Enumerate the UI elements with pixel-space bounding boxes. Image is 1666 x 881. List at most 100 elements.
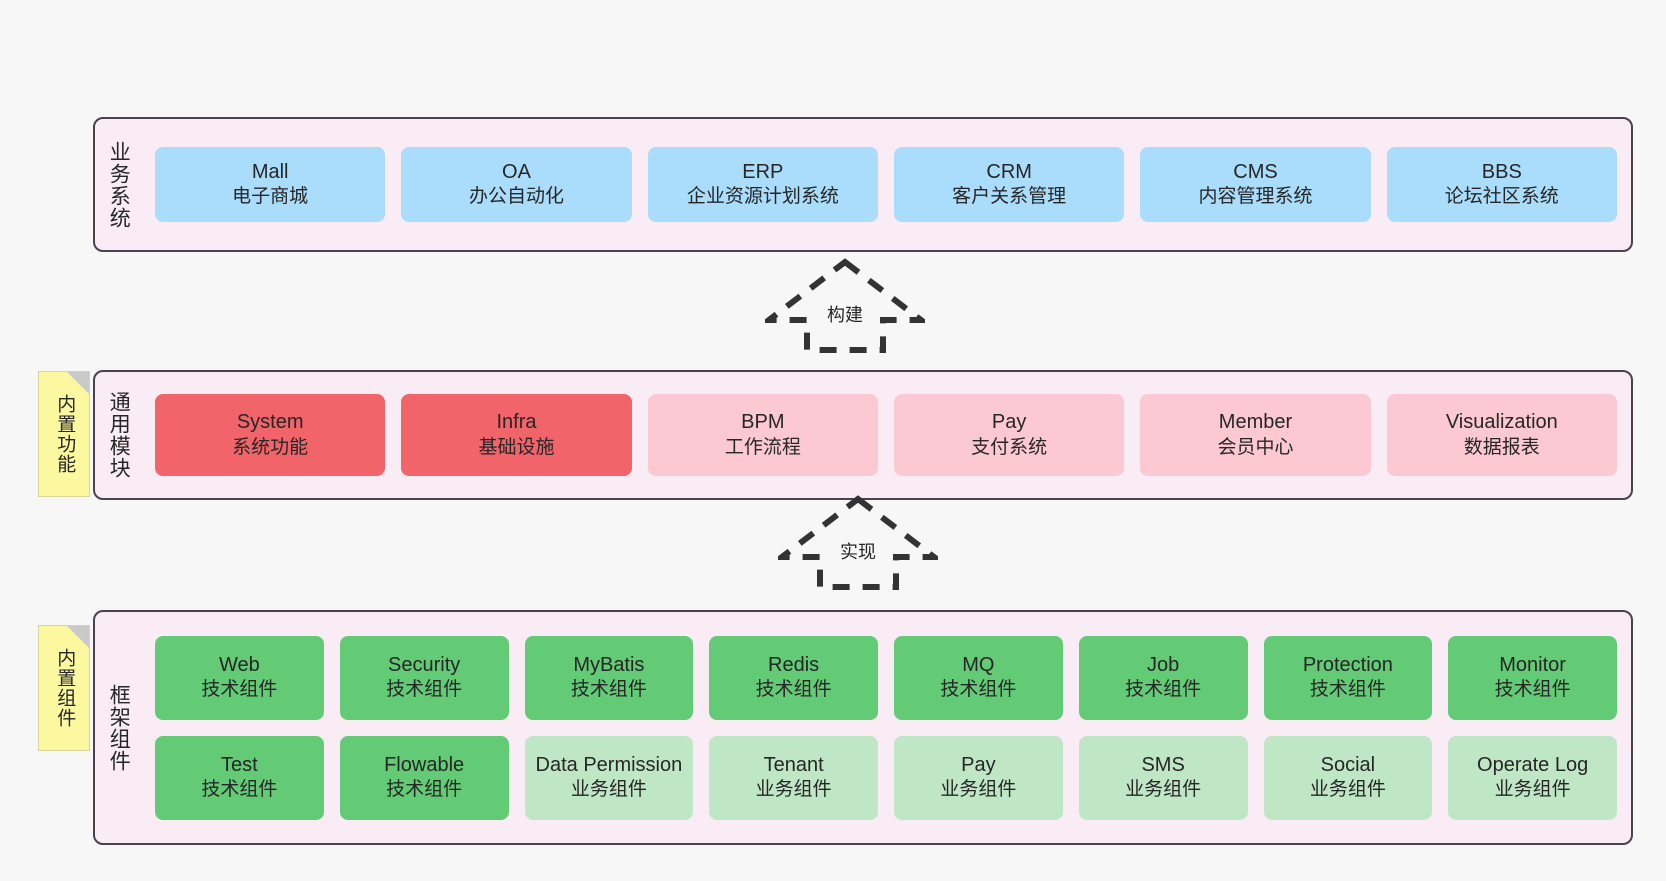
card-flowable[interactable]: Flowable 技术组件 [339,735,509,820]
card-subtitle: 工作流程 [724,436,801,458]
card-subtitle: 基础设施 [478,436,555,458]
card-title: Monitor [1499,653,1566,676]
card-title: OA [502,160,531,183]
card-subtitle: 技术组件 [1309,679,1386,701]
layer-title-common: 通用模块 [107,391,131,479]
card-erp[interactable]: ERP 企业资源计划系统 [647,147,878,222]
card-job[interactable]: Job 技术组件 [1078,635,1248,720]
card-oa[interactable]: OA 办公自动化 [401,147,632,222]
card-row: System 系统功能 Infra 基础设施 BPM 工作流程 Pay 支付系统… [155,394,1617,476]
card-title: Operate Log [1477,753,1589,776]
layer-body-common: System 系统功能 Infra 基础设施 BPM 工作流程 Pay 支付系统… [141,372,1631,498]
card-tenant[interactable]: Tenant 业务组件 [709,735,878,820]
card-subtitle: 电子商城 [232,186,309,208]
card-title: Job [1147,653,1180,676]
layer-body-business: Mall 电子商城 OA 办公自动化 ERP 企业资源计划系统 CRM 客户关系… [141,119,1631,250]
card-protection[interactable]: Protection 技术组件 [1263,635,1433,720]
card-infra[interactable]: Infra 基础设施 [401,394,632,476]
card-test[interactable]: Test 技术组件 [155,735,324,820]
connector-build-arrow: 构建 [765,258,925,354]
card-bpm[interactable]: BPM 工作流程 [647,394,878,476]
card-title: Visualization [1445,411,1558,434]
card-subtitle: 系统功能 [232,436,309,458]
card-subtitle: 业务组件 [755,779,832,801]
card-title: Mall [251,160,289,183]
sticky-note-builtin-features: 内置功能 [38,371,90,497]
card-title: CMS [1233,160,1278,183]
card-title: SMS [1141,753,1185,776]
card-title: Redis [768,653,820,676]
card-subtitle: 技术组件 [1125,679,1202,701]
card-title: Web [218,653,260,676]
card-security[interactable]: Security 技术组件 [339,635,509,720]
card-subtitle: 客户关系管理 [952,186,1067,208]
layer-common-modules: 通用模块 System 系统功能 Infra 基础设施 BPM 工作流程 Pay [93,370,1633,500]
card-subtitle: 数据报表 [1463,436,1540,458]
card-subtitle: 办公自动化 [468,186,564,208]
card-operate-log[interactable]: Operate Log 业务组件 [1448,735,1617,820]
card-title: BPM [741,411,785,434]
card-title: BBS [1481,160,1522,183]
card-subtitle: 业务组件 [1494,779,1571,801]
card-title: Security [388,653,461,676]
card-sms[interactable]: SMS 业务组件 [1078,735,1248,820]
card-subtitle: 技术组件 [386,679,463,701]
layer-body-frame: Web 技术组件 Security 技术组件 MyBatis 技术组件 Redi… [141,612,1631,843]
sticky-note-builtin-components: 内置组件 [38,625,90,751]
card-title: Infra [496,411,537,434]
card-subtitle: 技术组件 [386,779,463,801]
card-subtitle: 支付系统 [971,436,1048,458]
card-subtitle: 业务组件 [1125,779,1202,801]
card-subtitle: 论坛社区系统 [1444,186,1559,208]
card-title: Pay [961,753,996,776]
layer-framework-components: 框架组件 Web 技术组件 Security 技术组件 MyBatis 技术组件… [93,610,1633,845]
card-system[interactable]: System 系统功能 [155,394,386,476]
card-visualization[interactable]: Visualization 数据报表 [1386,394,1617,476]
card-pay[interactable]: Pay 支付系统 [893,394,1125,476]
layer-title-frame: 框架组件 [107,683,131,772]
card-row: Mall 电子商城 OA 办公自动化 ERP 企业资源计划系统 CRM 客户关系… [155,147,1617,222]
card-subtitle: 技术组件 [201,779,278,801]
card-social[interactable]: Social 业务组件 [1263,735,1433,820]
card-subtitle: 企业资源计划系统 [686,186,839,208]
card-title: System [236,411,304,434]
card-web[interactable]: Web 技术组件 [155,635,324,720]
card-title: Member [1218,411,1293,434]
connector-implement-arrow: 实现 [778,495,938,591]
card-mq[interactable]: MQ 技术组件 [894,635,1063,720]
card-subtitle: 技术组件 [570,679,647,701]
layer-business-systems: 业务系统 Mall 电子商城 OA 办公自动化 ERP 企业资源计划系统 CRM [93,117,1633,252]
card-title: Social [1320,753,1376,776]
card-mybatis[interactable]: MyBatis 技术组件 [524,635,694,720]
card-crm[interactable]: CRM 客户关系管理 [893,147,1125,222]
card-subtitle: 业务组件 [570,779,647,801]
card-title: Data Permission [535,753,683,776]
card-row-business: Test 技术组件 Flowable 技术组件 Data Permission … [155,735,1617,820]
card-title: CRM [986,160,1032,183]
card-bbs[interactable]: BBS 论坛社区系统 [1386,147,1617,222]
card-subtitle: 技术组件 [755,679,832,701]
card-title: Tenant [763,753,824,776]
card-mall[interactable]: Mall 电子商城 [155,147,386,222]
card-data-permission[interactable]: Data Permission 业务组件 [524,735,694,820]
card-member[interactable]: Member 会员中心 [1140,394,1371,476]
card-pay-component[interactable]: Pay 业务组件 [894,735,1063,820]
card-subtitle: 业务组件 [940,779,1017,801]
card-subtitle: 业务组件 [1309,779,1386,801]
card-title: Test [221,753,258,776]
card-subtitle: 技术组件 [1494,679,1571,701]
card-row-technical: Web 技术组件 Security 技术组件 MyBatis 技术组件 Redi… [155,635,1617,720]
card-subtitle: 会员中心 [1217,436,1294,458]
card-subtitle: 技术组件 [940,679,1017,701]
card-subtitle: 内容管理系统 [1198,186,1313,208]
card-title: Flowable [384,753,465,776]
card-redis[interactable]: Redis 技术组件 [709,635,878,720]
card-title: MyBatis [573,653,645,676]
card-title: MQ [962,653,995,676]
card-title: ERP [742,160,784,183]
card-monitor[interactable]: Monitor 技术组件 [1448,635,1617,720]
card-cms[interactable]: CMS 内容管理系统 [1140,147,1371,222]
card-subtitle: 技术组件 [201,679,278,701]
card-title: Pay [991,411,1027,434]
